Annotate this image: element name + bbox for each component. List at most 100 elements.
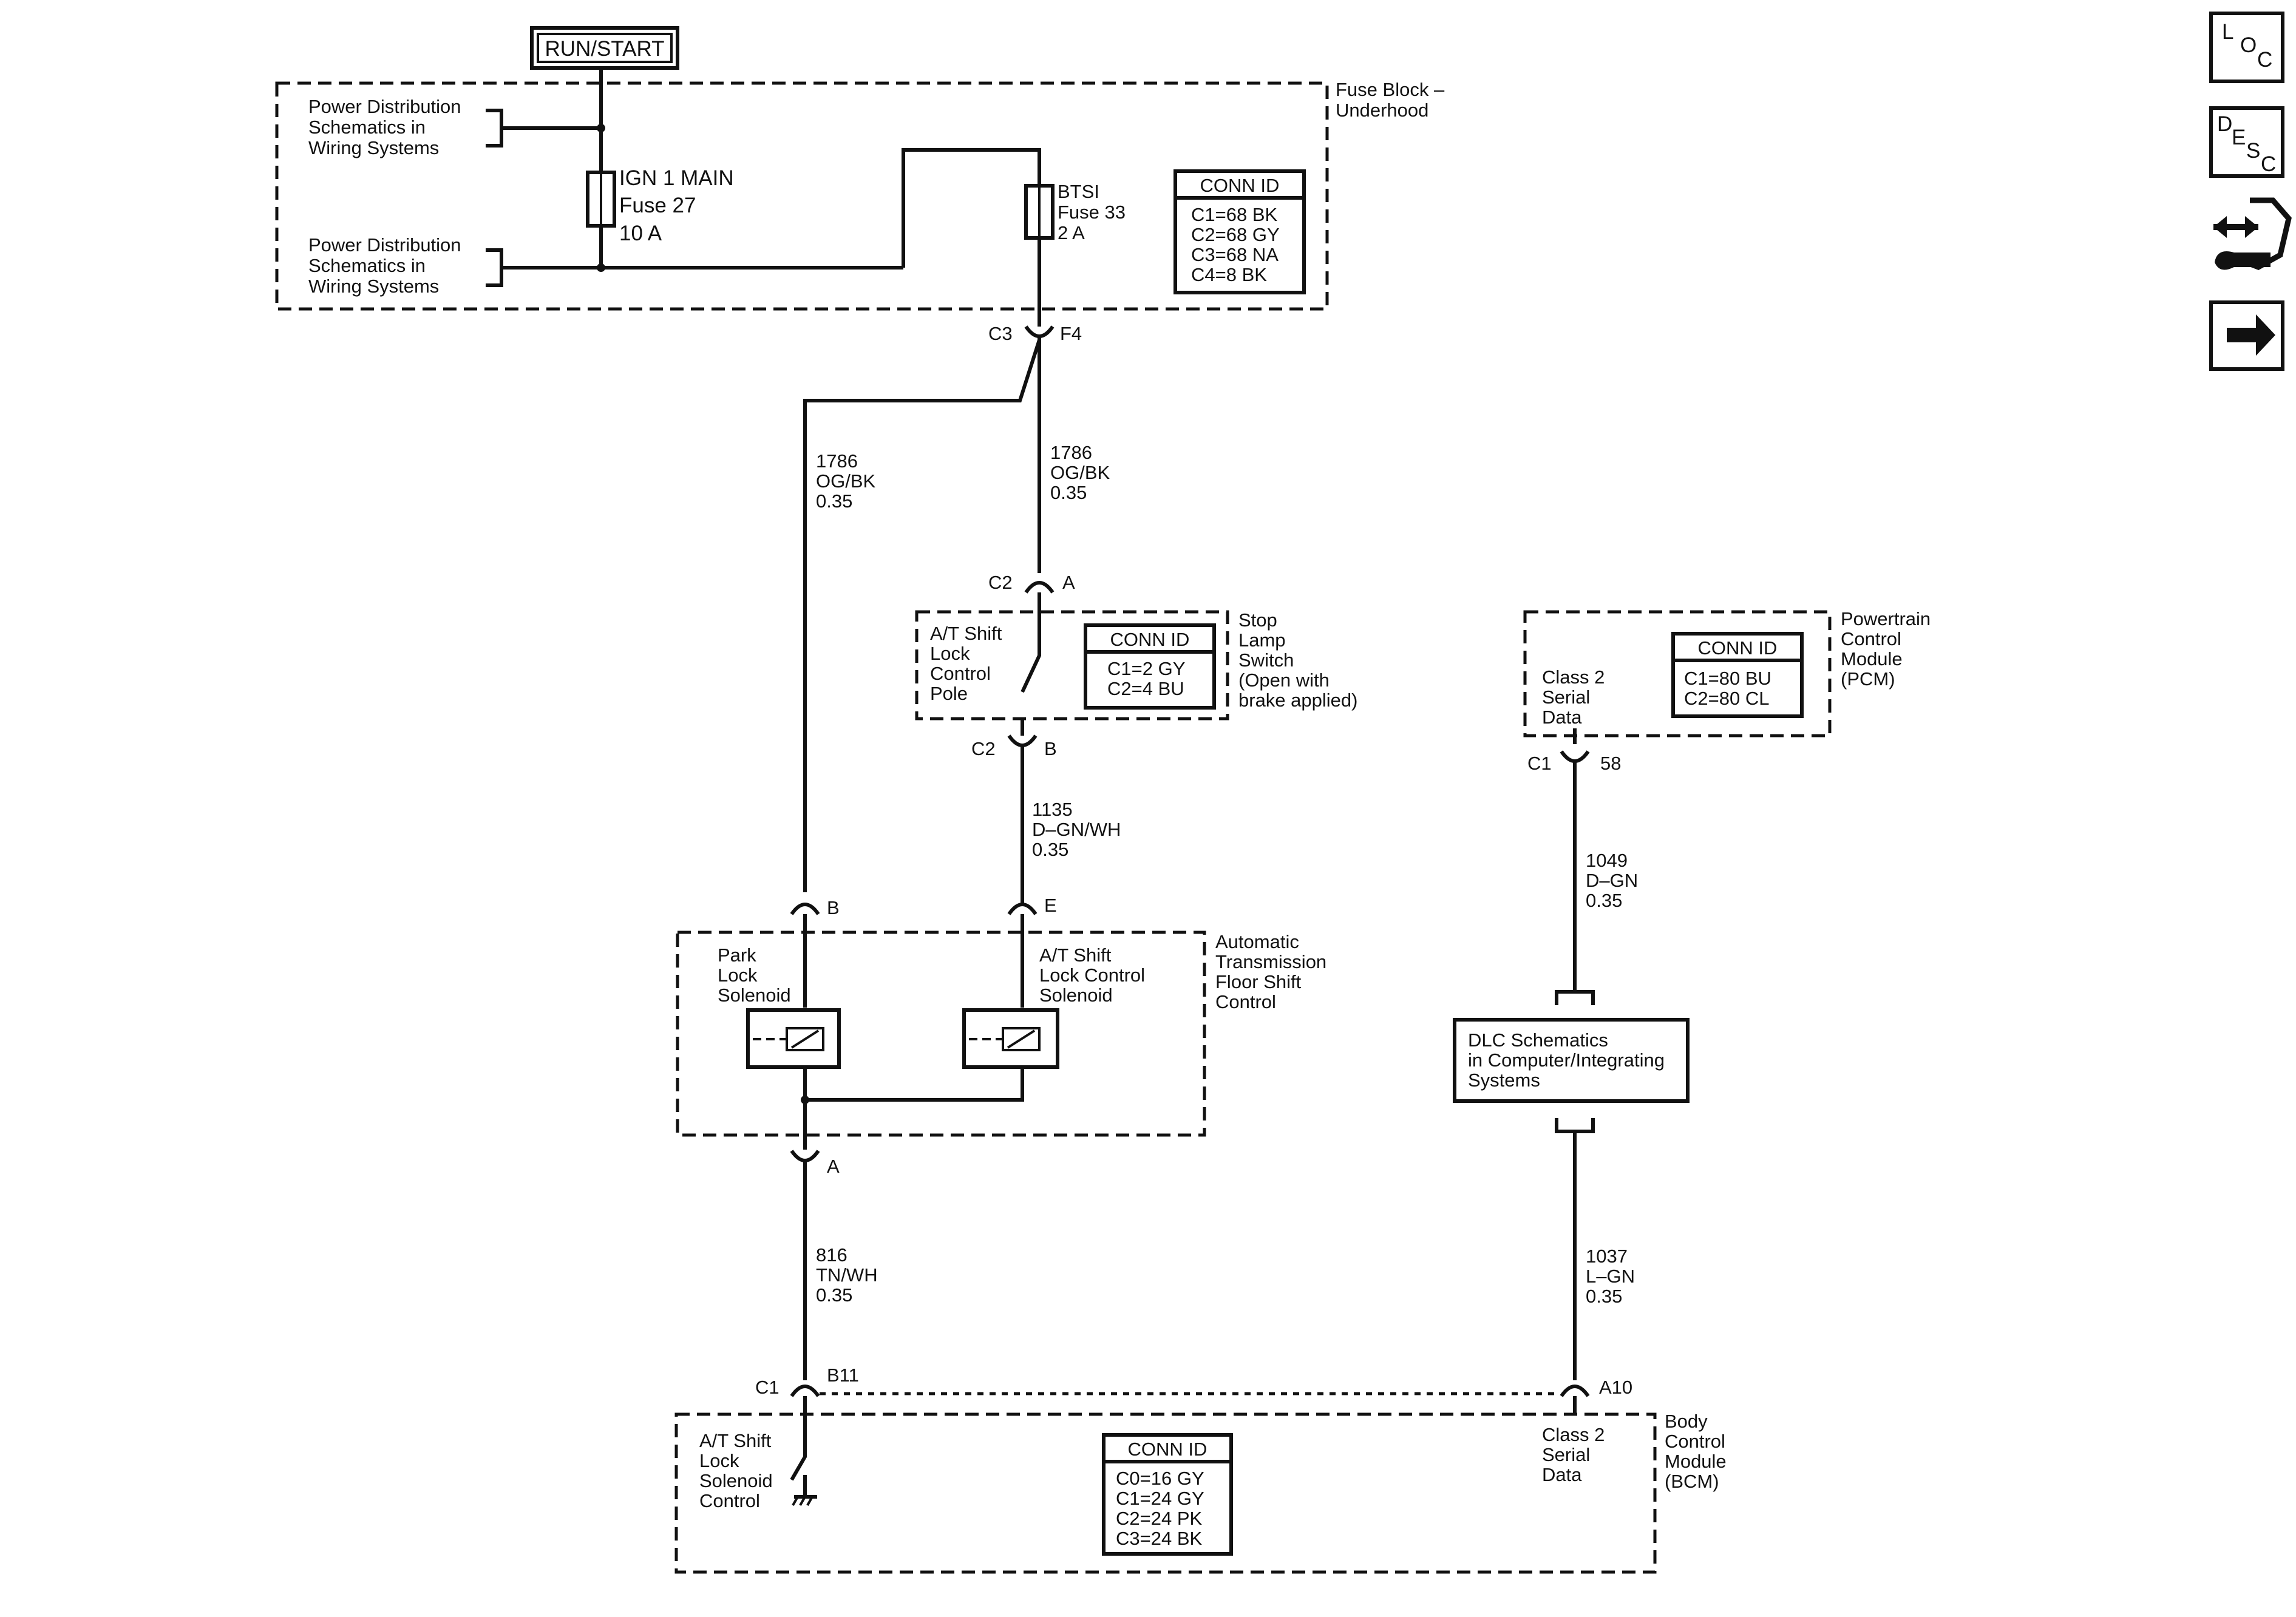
svg-text:D: D (2217, 112, 2232, 136)
bcm-name-4: (BCM) (1665, 1471, 1719, 1492)
stop-lamp-switch-outline (915, 610, 1229, 720)
dlc-line-2: in Computer/Integrating (1468, 1049, 1665, 1071)
stop-lamp-name-4: (Open with (1238, 670, 1330, 691)
pcm-name-2: Control (1841, 628, 1901, 649)
stop-switch-contact (1021, 592, 1041, 693)
bcm-pin-a10: A10 (1599, 1377, 1632, 1398)
connector-c2-a (1024, 581, 1055, 594)
at-shift-lock-solenoid (962, 1008, 1059, 1069)
loc-button[interactable]: L O C (2209, 12, 2284, 83)
stop-top-pin: A (1062, 572, 1075, 593)
pcm-outline (1523, 610, 1832, 737)
pcm-name-3: Module (1841, 648, 1903, 670)
fuse-27-line-1: IGN 1 MAIN (619, 166, 734, 190)
power-dist-2-line-1: Power Distribution (308, 234, 461, 256)
pcm-name-4: (PCM) (1841, 668, 1895, 690)
pcm-data-1: Class 2 (1542, 666, 1605, 688)
power-dist-2-bracket (486, 248, 503, 287)
bcm-ground-switch (790, 1396, 807, 1481)
power-dist-1-bracket (486, 109, 503, 147)
svg-text:C4=8 BK: C4=8 BK (1191, 264, 1267, 285)
bcm-ctrl-4: Control (699, 1490, 760, 1511)
fuse-block-conn-id: CONN ID C1=68 BK C2=68 GY C3=68 NA C4=8 … (1173, 169, 1306, 294)
power-dist-1-line-3: Wiring Systems (308, 137, 439, 158)
bcm-data-1: Class 2 (1542, 1424, 1605, 1445)
bcm-c1: C1 (755, 1377, 779, 1398)
wire-816-num: 816 (816, 1244, 847, 1266)
svg-text:C3=68 NA: C3=68 NA (1191, 244, 1279, 265)
pole-line-4: Pole (930, 683, 968, 704)
dlc-line-1: DLC Schematics (1468, 1029, 1608, 1051)
svg-text:C2=24 PK: C2=24 PK (1116, 1508, 1203, 1529)
bcm-name-2: Control (1665, 1431, 1725, 1452)
svg-text:C1=68 BK: C1=68 BK (1191, 204, 1278, 225)
stop-bot-conn: C2 (971, 738, 996, 759)
svg-text:CONN ID: CONN ID (1128, 1439, 1207, 1460)
pcm-conn-id: CONN ID C1=80 BU C2=80 CL (1671, 632, 1804, 718)
connector-a10 (1560, 1385, 1590, 1397)
bcm-pin-b11: B11 (827, 1364, 859, 1386)
desc-button[interactable]: D E S C (2209, 106, 2284, 178)
bcm-ctrl-3: Solenoid (699, 1470, 773, 1491)
fuse-block-name-1: Fuse Block – (1336, 79, 1445, 100)
fuse-33-line-1: BTSI (1058, 181, 1099, 202)
wire-1049-num: 1049 (1586, 850, 1628, 871)
wire-right-1786-size: 0.35 (1050, 482, 1087, 503)
power-dist-2-line-3: Wiring Systems (308, 276, 439, 297)
wire-816-size: 0.35 (816, 1284, 852, 1306)
svg-text:C3=24 BK: C3=24 BK (1116, 1528, 1203, 1549)
next-arrow-button[interactable] (2209, 300, 2284, 371)
svg-text:C2=80 CL: C2=80 CL (1684, 688, 1769, 709)
svg-text:C1=2 GY: C1=2 GY (1107, 658, 1185, 679)
fuse-27-line-3: 10 A (619, 222, 662, 245)
trans-name-2: Transmission (1215, 951, 1326, 972)
bcm-data-2: Serial (1542, 1444, 1590, 1465)
connector-a-trans (790, 1150, 820, 1162)
wire-1135-num: 1135 (1032, 799, 1073, 820)
stop-lamp-name-3: Switch (1238, 649, 1294, 671)
trans-name-1: Automatic (1215, 931, 1299, 952)
park-lock-line-3: Solenoid (718, 985, 791, 1006)
svg-text:C0=16 GY: C0=16 GY (1116, 1468, 1204, 1489)
stop-top-conn: C2 (988, 572, 1013, 593)
at-solenoid-line-1: A/T Shift (1039, 944, 1112, 966)
fuse-block-outline (275, 81, 1329, 311)
wire-left-1786-color: OG/BK (816, 470, 876, 492)
trans-pin-e: E (1044, 895, 1057, 916)
run-start-text: RUN/START (545, 37, 664, 61)
ground-icon (792, 1495, 817, 1506)
connector-c3-f4 (1024, 325, 1055, 338)
pole-line-1: A/T Shift (930, 623, 1002, 644)
dlc-line-3: Systems (1468, 1070, 1540, 1091)
wire-right-1786-color: OG/BK (1050, 462, 1110, 483)
bcm-outline (674, 1412, 1657, 1574)
connector-tool-icon[interactable] (2213, 197, 2292, 270)
connector-c1-b11 (790, 1385, 820, 1397)
wire-1037-size: 0.35 (1586, 1286, 1622, 1307)
pole-line-3: Control (930, 663, 991, 684)
park-lock-line-1: Park (718, 944, 756, 966)
svg-text:C1=24 GY: C1=24 GY (1116, 1488, 1204, 1509)
stop-lamp-name-1: Stop (1238, 609, 1277, 631)
wire-1037-num: 1037 (1586, 1246, 1628, 1267)
fuse-33-line-2: Fuse 33 (1058, 202, 1126, 223)
dlc-box (1453, 1018, 1690, 1103)
park-lock-solenoid (746, 1008, 841, 1069)
pcm-pin: 58 (1600, 753, 1621, 774)
svg-text:C1=80 BU: C1=80 BU (1684, 668, 1771, 689)
trans-name-4: Control (1215, 991, 1276, 1012)
stop-lamp-conn-id: CONN ID C1=2 GY C2=4 BU (1084, 623, 1216, 710)
right-arrow-icon (2227, 314, 2275, 356)
trans-name-3: Floor Shift (1215, 971, 1302, 992)
stop-bot-pin: B (1044, 738, 1057, 759)
fuse-block-name-2: Underhood (1336, 100, 1428, 121)
pcm-conn: C1 (1527, 753, 1552, 774)
wire-1049-size: 0.35 (1586, 890, 1622, 911)
wire-1135-size: 0.35 (1032, 839, 1068, 860)
f4-label: F4 (1060, 323, 1082, 344)
bcm-ctrl-1: A/T Shift (699, 1430, 772, 1451)
at-solenoid-line-2: Lock Control (1039, 964, 1145, 986)
svg-text:C: C (2261, 152, 2276, 176)
wire-right-1786-num: 1786 (1050, 442, 1092, 463)
svg-text:C2=4 BU: C2=4 BU (1107, 678, 1184, 699)
